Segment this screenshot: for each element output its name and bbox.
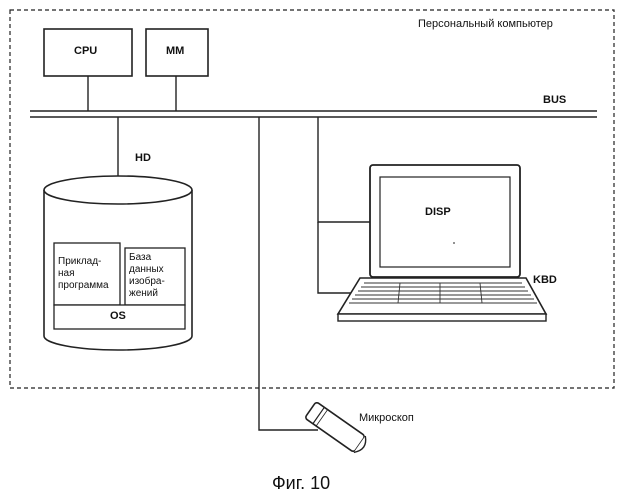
kbd-bus-link — [318, 222, 356, 293]
mm-label: MM — [166, 46, 184, 57]
hd-cylinder-top — [44, 176, 192, 204]
microscope-cable — [259, 117, 318, 430]
disp-bus-link — [318, 117, 370, 222]
cpu-label: CPU — [74, 46, 97, 57]
computer-label: Персональный компьютер — [418, 19, 553, 30]
microscope-icon — [305, 402, 370, 456]
app-label: Приклад- ная программа — [58, 256, 109, 292]
imagedb-label: База данных изобра- жений — [129, 252, 165, 300]
keyboard-front — [338, 314, 546, 321]
figure-caption: Фиг. 10 — [272, 474, 330, 492]
disp-label: DISP — [425, 207, 451, 218]
microscope-label: Микроскоп — [359, 413, 414, 424]
display-inner — [380, 177, 510, 267]
hd-label: HD — [135, 153, 151, 164]
bus-label: BUS — [543, 95, 566, 106]
kbd-label: KBD — [533, 275, 557, 286]
display-dot — [453, 242, 455, 244]
os-label: OS — [110, 311, 126, 322]
